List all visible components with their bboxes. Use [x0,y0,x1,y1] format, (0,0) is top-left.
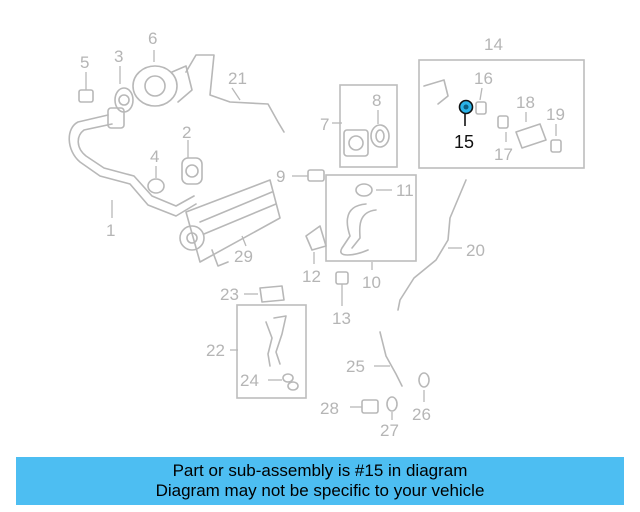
callout-20: 20 [466,241,485,260]
callout-17: 17 [494,145,513,164]
tube-20-icon [397,179,467,311]
callout-7: 7 [320,115,329,134]
bolt-13-icon [335,271,349,306]
callout-6: 6 [148,29,157,48]
callout-3: 3 [114,47,123,66]
cap-11-icon [355,183,392,197]
callout-9: 9 [276,167,285,186]
group-box-22 [236,304,307,399]
callout-24: 24 [240,371,259,390]
callout-10: 10 [362,273,381,292]
callout-21: 21 [228,69,247,88]
group-box-7 [339,84,398,168]
callout-13: 13 [332,309,351,328]
oring-24-icon [268,373,299,391]
egr-cooler-29-icon [179,179,281,267]
valve-6-icon [132,50,193,107]
callout-25: 25 [346,357,365,376]
plug-4-icon [147,166,165,194]
seal-8-icon [370,110,390,148]
banner-line-1: Part or sub-assembly is #15 in diagram [172,461,468,480]
callout-27: 27 [380,421,399,440]
gasket-2-icon [181,140,203,185]
seal-26-icon [418,372,430,402]
flange-7-icon [332,122,369,157]
callout-2: 2 [182,123,191,142]
gasket-23-icon [244,285,285,303]
callout-11: 11 [396,181,414,200]
bolt-17-icon [497,115,509,142]
nut-15-highlighted-icon[interactable] [458,99,474,127]
sensor-18-icon [515,112,547,149]
callout-18: 18 [516,93,535,112]
bolt-28-icon [350,399,379,414]
callout-5: 5 [80,53,89,72]
hose-10-icon [340,203,377,270]
callout-12: 12 [302,267,321,286]
callout-28: 28 [320,399,339,418]
tube-25-icon [374,331,403,387]
callout-8: 8 [372,91,381,110]
callout-26: 26 [412,405,431,424]
bolt-19-icon [550,124,562,153]
gasket-12-icon [305,225,327,264]
gasket-3-icon [114,66,134,113]
banner-line-2: Diagram may not be specific to your vehi… [155,481,485,500]
pipe-1-icon [68,107,197,218]
group-box-14 [418,59,585,169]
group-box-10 [325,174,417,262]
bolt-16-icon [475,87,487,115]
seal-27-icon [386,396,398,420]
info-banner: Part or sub-assembly is #15 in diagram D… [16,457,624,505]
pipe-22-icon [230,315,287,367]
callout-23: 23 [220,285,239,304]
callout-14: 14 [484,35,503,54]
callout-19: 19 [546,105,565,124]
callout-4: 4 [150,147,159,166]
callout-29: 29 [234,247,253,266]
bolt-9-icon [292,169,325,182]
tube-21-icon [185,54,285,133]
callout-16: 16 [474,69,493,88]
callout-1: 1 [106,221,115,240]
callout-22: 22 [206,341,225,360]
bolt-5-icon [78,72,94,103]
callout-15-highlighted[interactable]: 15 [454,132,474,152]
